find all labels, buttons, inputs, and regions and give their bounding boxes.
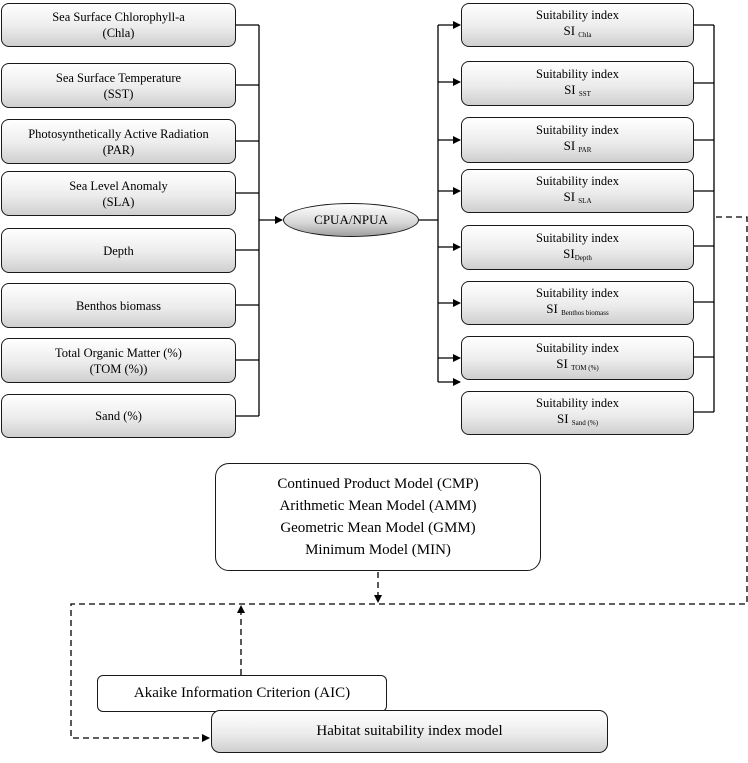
si-symbol: SI Sand (%) xyxy=(556,411,599,427)
factor-abbrev: (PAR) xyxy=(102,142,135,157)
si-title: Suitability index xyxy=(536,396,619,410)
aic-box: Akaike Information Criterion (AIC) xyxy=(97,675,387,712)
si-symbol: SI TOM (%) xyxy=(556,356,599,372)
cpua-npua-label: CPUA/NPUA xyxy=(314,212,388,227)
factor-label: Sand (%) xyxy=(95,409,142,423)
si-title: Suitability index xyxy=(536,174,619,188)
si-symbol: SIDepth xyxy=(563,245,592,262)
factor-label: Sea Surface Chlorophyll-a xyxy=(52,10,185,24)
factor-box-chla: Sea Surface Chlorophyll-a (Chla) xyxy=(1,3,236,47)
factor-box-tom: Total Organic Matter (%) (TOM (%)) xyxy=(1,338,236,383)
factor-box-benthos: Benthos biomass xyxy=(1,283,236,328)
si-box-sla: Suitability index SI SLA xyxy=(461,169,694,213)
si-title: Suitability index xyxy=(536,66,619,81)
factor-label: Benthos biomass xyxy=(75,298,162,313)
factor-box-par: Photosynthetically Active Radiation (PAR… xyxy=(1,119,236,164)
factor-box-sst: Sea Surface Temperature (SST) xyxy=(1,63,236,108)
model-gmm: Geometric Mean Model (GMM) xyxy=(280,520,476,536)
factor-label: Photosynthetically Active Radiation xyxy=(28,126,209,141)
factor-abbrev: (SST) xyxy=(103,86,134,101)
factor-box-depth: Depth xyxy=(1,228,236,273)
si-title: Suitability index xyxy=(536,341,619,355)
si-title: Suitability index xyxy=(536,123,619,137)
hsi-label: Habitat suitability index model xyxy=(316,723,503,739)
si-box-tom: Suitability index SI TOM (%) xyxy=(461,336,694,380)
si-box-depth: Suitability index SIDepth xyxy=(461,225,694,270)
aic-label: Akaike Information Criterion (AIC) xyxy=(133,685,351,701)
si-title: Suitability index xyxy=(536,230,619,245)
si-symbol: SI SLA xyxy=(563,189,592,205)
hsi-model-box: Habitat suitability index model xyxy=(211,710,608,753)
si-box-par: Suitability index SI PAR xyxy=(461,117,694,163)
factor-box-sand: Sand (%) xyxy=(1,394,236,438)
factor-label: Sea Surface Temperature xyxy=(55,70,182,85)
cpua-npua-node: CPUA/NPUA xyxy=(283,203,419,237)
model-cmp: Continued Product Model (CMP) xyxy=(277,476,479,492)
si-symbol: SI Chla xyxy=(563,23,592,39)
si-box-benthos: Suitability index SI Benthos biomass xyxy=(461,281,694,325)
si-title: Suitability index xyxy=(536,8,619,22)
factor-label: Depth xyxy=(103,243,134,258)
factor-abbrev: (Chla) xyxy=(102,26,135,40)
si-symbol: SI PAR xyxy=(563,138,592,154)
si-title: Suitability index xyxy=(536,286,619,300)
factor-abbrev: (SLA) xyxy=(102,194,135,209)
si-box-chla: Suitability index SI Chla xyxy=(461,3,694,47)
si-box-sst: Suitability index SI SST xyxy=(461,61,694,106)
models-box: Continued Product Model (CMP) Arithmetic… xyxy=(215,463,541,571)
factor-label: Total Organic Matter (%) xyxy=(55,345,182,360)
si-symbol: SI Benthos biomass xyxy=(546,301,609,317)
si-box-sand: Suitability index SI Sand (%) xyxy=(461,391,694,435)
factor-label: Sea Level Anomaly xyxy=(69,178,168,193)
model-min: Minimum Model (MIN) xyxy=(305,542,451,558)
factor-box-sla: Sea Level Anomaly (SLA) xyxy=(1,171,236,216)
factor-abbrev: (TOM (%)) xyxy=(89,361,148,376)
si-symbol: SI SST xyxy=(564,81,591,98)
model-amm: Arithmetic Mean Model (AMM) xyxy=(279,498,477,514)
